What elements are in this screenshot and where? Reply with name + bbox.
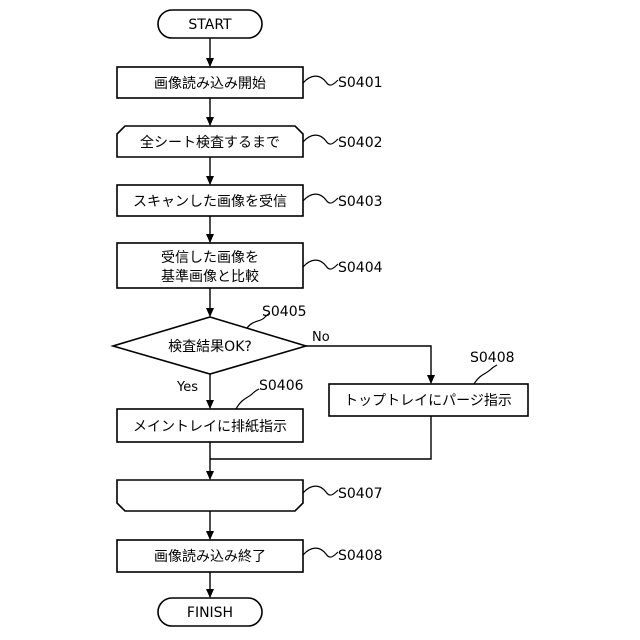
step-text: 画像読み込み終了 xyxy=(154,548,266,565)
connectors xyxy=(210,38,431,597)
step-s0408-branch: トップトレイにパージ指示 S0408 xyxy=(329,350,528,416)
step-text-line1: 受信した画像を xyxy=(161,250,259,266)
leader-line xyxy=(303,260,338,269)
step-label: S0405 xyxy=(262,304,307,320)
finish-label: FINISH xyxy=(187,605,233,621)
step-s0401: 画像読み込み開始 S0401 xyxy=(117,67,383,98)
step-label: S0402 xyxy=(338,135,383,151)
decision-text: 検査結果OK? xyxy=(168,339,252,355)
start-label: START xyxy=(188,17,232,33)
step-label: S0404 xyxy=(338,260,383,276)
leader-line xyxy=(303,194,338,203)
step-s0408-end: 画像読み込み終了 S0408 xyxy=(117,540,383,572)
finish-terminal: FINISH xyxy=(158,598,262,626)
step-text: メイントレイに排紙指示 xyxy=(133,419,287,435)
step-text: スキャンした画像を受信 xyxy=(133,194,287,210)
step-text: 画像読み込み開始 xyxy=(154,75,266,92)
step-label: S0408 xyxy=(470,350,515,366)
step-label: S0406 xyxy=(259,378,304,394)
step-text: 全シート検査するまで xyxy=(140,134,280,151)
leader-line xyxy=(303,486,338,495)
leader-line xyxy=(303,135,338,144)
leader-line xyxy=(303,548,338,557)
arrow-no-to-s0408 xyxy=(306,346,431,383)
step-s0402: 全シート検査するまで S0402 xyxy=(117,126,383,157)
loop-end-shape xyxy=(117,480,303,511)
leader-line xyxy=(303,76,338,85)
step-label: S0401 xyxy=(338,75,383,91)
leader-line xyxy=(236,389,259,409)
step-text-line2: 基準画像と比較 xyxy=(161,268,259,285)
branch-no-label: No xyxy=(312,330,330,345)
step-label: S0407 xyxy=(338,486,383,502)
step-s0403: スキャンした画像を受信 S0403 xyxy=(117,185,383,216)
leader-line xyxy=(474,365,497,384)
step-s0404: 受信した画像を 基準画像と比較 S0404 xyxy=(117,243,383,288)
step-text: トップトレイにパージ指示 xyxy=(344,393,512,409)
step-s0407: S0407 xyxy=(117,480,383,511)
start-terminal: START xyxy=(158,10,262,38)
branch-yes-label: Yes xyxy=(176,380,198,395)
step-label: S0403 xyxy=(338,194,383,210)
step-label: S0408 xyxy=(338,548,383,564)
